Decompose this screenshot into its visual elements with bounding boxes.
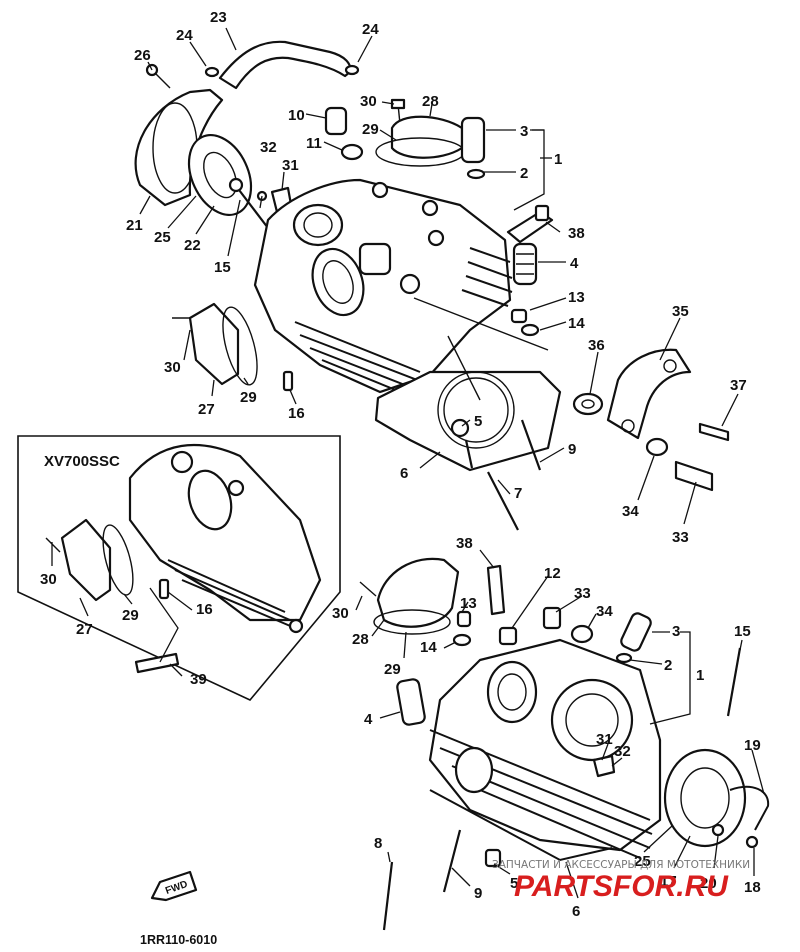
callout-35: 35 [672, 303, 689, 320]
callout-23: 23 [210, 9, 227, 26]
callout-29: 29 [240, 389, 257, 406]
callout-10: 10 [288, 107, 305, 124]
callout-2: 2 [664, 657, 672, 674]
callout-5: 5 [474, 413, 482, 430]
callout-21: 21 [126, 217, 143, 234]
callout-22: 22 [184, 237, 201, 254]
callout-31: 31 [282, 157, 299, 174]
callout-31: 31 [596, 731, 613, 748]
callout-30: 30 [360, 93, 377, 110]
callout-24: 24 [176, 27, 193, 44]
callout-33: 33 [574, 585, 591, 602]
callout-4: 4 [364, 711, 373, 728]
watermark-logo: PARTSFOR.RU [514, 870, 729, 903]
callout-29: 29 [362, 121, 379, 138]
callout-29: 29 [384, 661, 401, 678]
callout-13: 13 [568, 289, 585, 306]
callout-30: 30 [164, 359, 181, 376]
callout-29: 29 [122, 607, 139, 624]
callout-15: 15 [734, 623, 751, 640]
callout-12: 12 [544, 565, 561, 582]
front-cylinder-head-assembly [150, 557, 770, 931]
callout-7: 7 [514, 485, 522, 502]
xv700ssc-variant-inset: XV700SSC [17, 435, 341, 701]
callout-25: 25 [634, 853, 651, 870]
callout-16: 16 [196, 601, 213, 618]
callout-36: 36 [588, 337, 605, 354]
callout-20: 20 [700, 875, 717, 892]
callout-3: 3 [520, 123, 528, 140]
callout-2: 2 [520, 165, 528, 182]
callout-38: 38 [568, 225, 585, 242]
callout-32: 32 [260, 139, 277, 156]
variant-title: XV700SSC [44, 453, 120, 470]
callout-15: 15 [214, 259, 231, 276]
callout-25: 25 [154, 229, 171, 246]
callout-34: 34 [596, 603, 613, 620]
callout-33: 33 [672, 529, 689, 546]
callout-1: 1 [554, 151, 562, 168]
callout-14: 14 [568, 315, 585, 332]
callout-32: 32 [614, 743, 631, 760]
callout-1: 1 [696, 667, 704, 684]
callout-6: 6 [400, 465, 408, 482]
callout-39: 39 [190, 671, 207, 688]
callout-16: 16 [288, 405, 305, 422]
callout-8: 8 [374, 835, 382, 852]
callout-38: 38 [456, 535, 473, 552]
callout-30: 30 [332, 605, 349, 622]
callout-9: 9 [474, 885, 482, 902]
callout-27: 27 [76, 621, 93, 638]
callout-6: 6 [572, 903, 580, 920]
callout-18: 18 [744, 879, 761, 896]
callout-28: 28 [422, 93, 439, 110]
diagram-code: 1RR110-6010 [140, 933, 217, 947]
callout-28: 28 [352, 631, 369, 648]
callout-4: 4 [570, 255, 579, 272]
watermark-caption: ЗАПЧАСТИ И АКСЕССУАРЫ ДЛЯ МОТОТЕХНИКИ [492, 859, 750, 871]
callout-26: 26 [134, 47, 151, 64]
callout-14: 14 [420, 639, 437, 656]
callout-5: 5 [510, 875, 518, 892]
callout-34: 34 [622, 503, 639, 520]
callout-24: 24 [362, 21, 379, 38]
callout-11: 11 [306, 135, 322, 152]
callout-27: 27 [198, 401, 215, 418]
callout-9: 9 [568, 441, 576, 458]
rear-cylinder-head-assembly [134, 40, 730, 531]
callout-30: 30 [40, 571, 57, 588]
callout-37: 37 [730, 377, 747, 394]
callout-17: 17 [660, 873, 677, 890]
callout-3: 3 [672, 623, 680, 640]
site-watermark: ЗАПЧАСТИ И АКСЕССУАРЫ ДЛЯ МОТОТЕХНИКИ PA… [492, 859, 750, 903]
callout-13: 13 [460, 595, 477, 612]
callout-19: 19 [744, 737, 761, 754]
leader-lines [51, 27, 765, 899]
callout-labels: 23 24 24 26 10 11 30 28 29 3 2 1 32 31 2… [40, 9, 761, 920]
